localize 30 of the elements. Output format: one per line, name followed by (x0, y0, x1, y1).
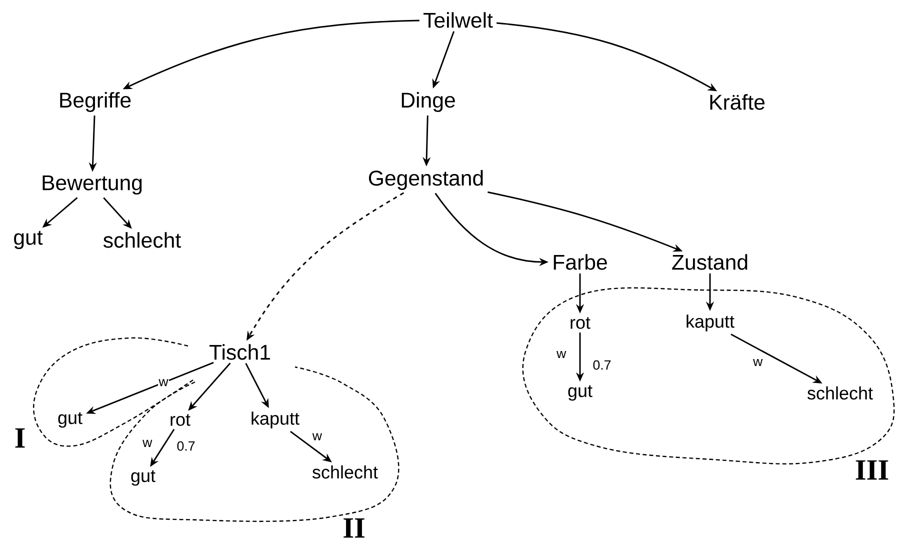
node-label: schlecht (808, 386, 873, 400)
node-label: Farbe (554, 254, 607, 270)
node-label: Teilwelt (424, 12, 493, 28)
node-label: Dinge (402, 92, 455, 112)
edge-label: w (312, 432, 323, 441)
node-label: rot (170, 414, 190, 426)
node-label: gut (568, 385, 592, 401)
weight-value: 0.7 (593, 360, 611, 370)
node-label: gut (58, 412, 82, 428)
node-label: gut (14, 230, 43, 250)
node-label: Zustand (672, 254, 748, 270)
edge-label: w (158, 378, 169, 387)
node-label: kaputt (252, 412, 300, 428)
region-numeral: II (344, 518, 364, 538)
node-label: schlecht (312, 465, 378, 479)
weight-value: 0.7 (177, 441, 195, 451)
node-label: Kräfte (710, 94, 765, 110)
node-label: gut (131, 470, 156, 486)
edge-label: w (142, 439, 153, 448)
region-numeral: III (856, 460, 888, 480)
node-label: schlecht (103, 232, 181, 248)
edge-label: w (556, 350, 567, 359)
node-label: Begriffe (60, 92, 131, 112)
region-numeral: I (15, 428, 25, 448)
edge-label: w (752, 358, 764, 367)
node-label: Tisch1 (209, 344, 270, 360)
node-label: Bewertung (42, 175, 142, 195)
node-label: Gegenstand (368, 170, 483, 190)
node-label: rot (570, 317, 590, 329)
node-label: kaputt (686, 314, 734, 332)
